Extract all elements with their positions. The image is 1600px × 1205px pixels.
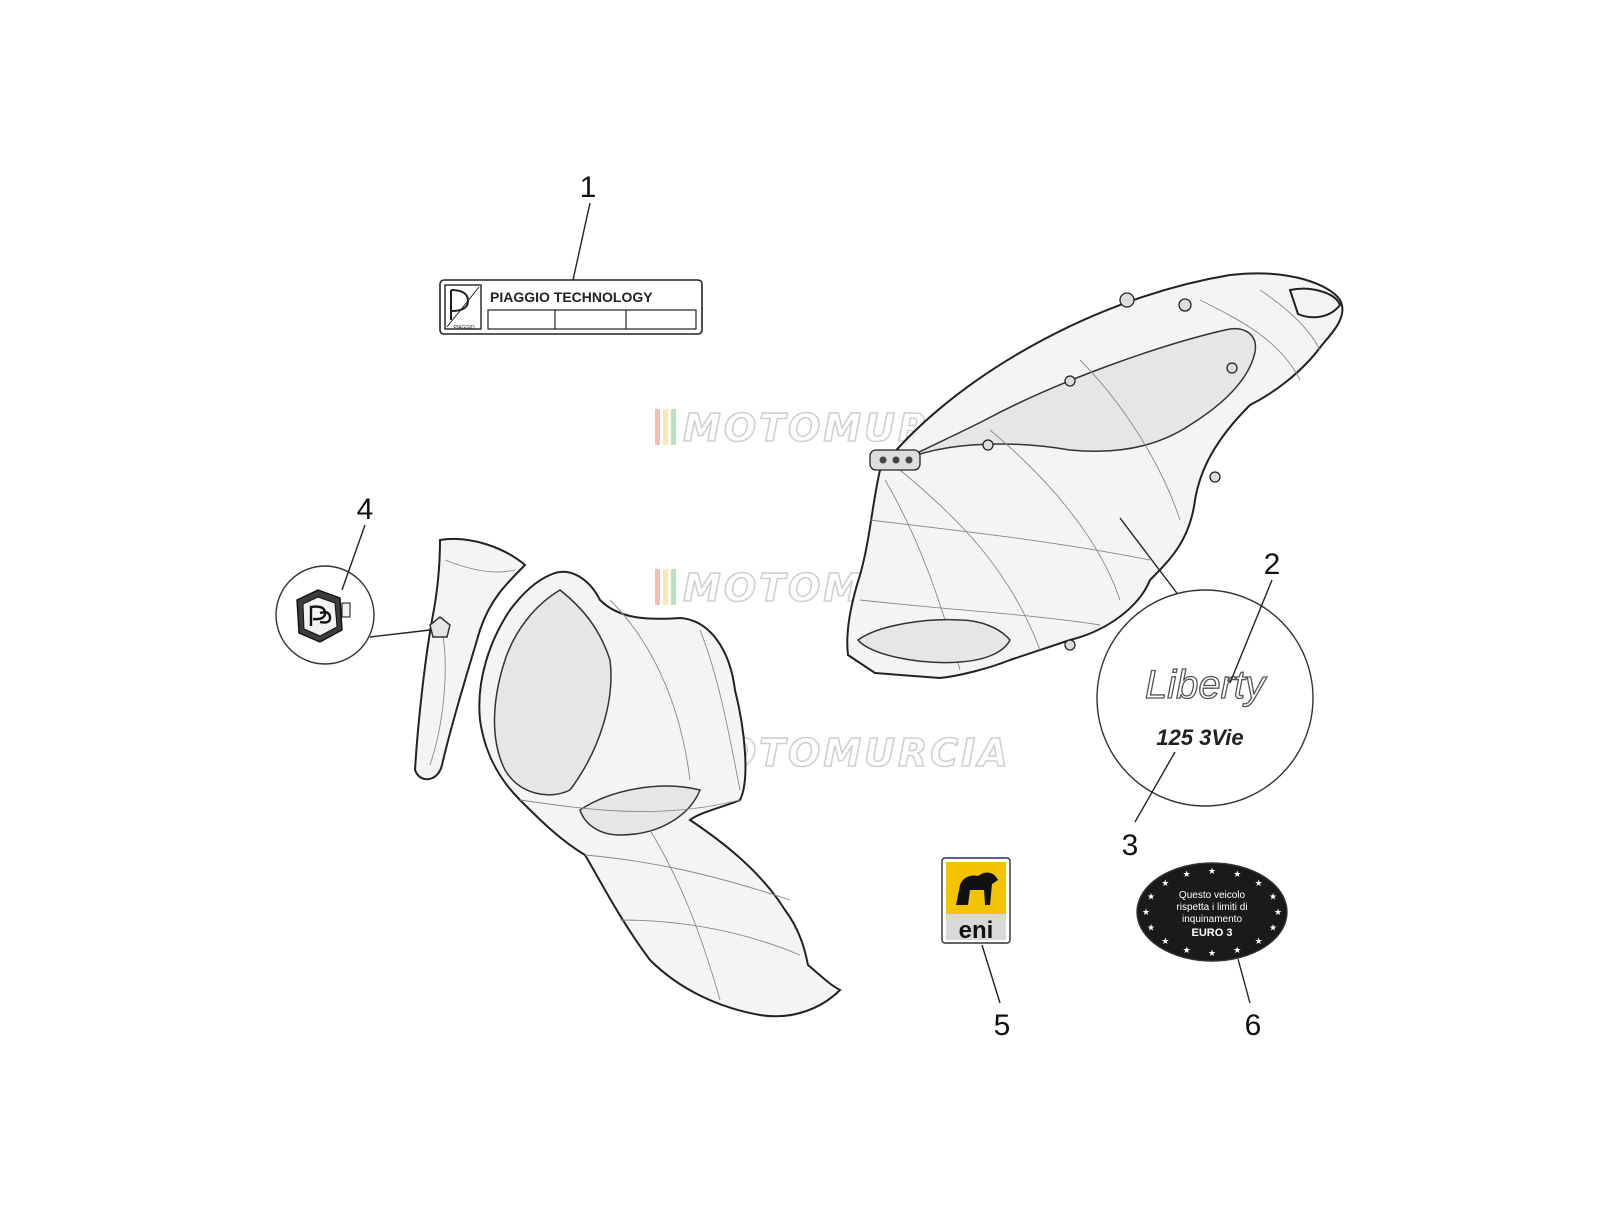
euro-badge-line2: rispetta i limiti di	[1176, 902, 1247, 913]
model-emblem: 125 3Vie	[1156, 725, 1243, 750]
callout-4: 4	[357, 493, 374, 526]
leader-line-3	[1134, 751, 1176, 823]
leader-line-1	[572, 202, 591, 281]
leader-line-5	[981, 944, 1001, 1004]
star-icon: ★	[1142, 907, 1150, 917]
callout-5: 5	[994, 1009, 1011, 1042]
star-icon: ★	[1208, 866, 1216, 876]
euro-badge-line1: Questo veicolo	[1179, 890, 1246, 901]
star-icon: ★	[1255, 878, 1263, 888]
rear-body-fairing	[846, 272, 1344, 680]
star-icon: ★	[1269, 923, 1277, 933]
piaggio-logo-caption: PIAGGIO	[453, 325, 474, 331]
callout-2: 2	[1264, 548, 1281, 581]
star-icon: ★	[1233, 869, 1241, 879]
eni-label: eni	[959, 917, 994, 944]
leader-line-badge	[369, 629, 431, 638]
piaggio-technology-label: PIAGGIO PIAGGIO TECHNOLOGY	[439, 279, 703, 335]
callout-1: 1	[580, 171, 597, 204]
star-icon: ★	[1161, 878, 1169, 888]
euro-badge-line3: inquinamento	[1182, 914, 1242, 925]
eni-badge: eni	[941, 857, 1011, 944]
star-icon: ★	[1274, 907, 1282, 917]
piaggio-label-text: PIAGGIO TECHNOLOGY	[490, 289, 653, 305]
piaggio-logo-icon	[309, 605, 332, 626]
front-legshield	[478, 570, 842, 1018]
liberty-emblem-detail: Liberty 125 3Vie	[1096, 589, 1314, 807]
star-icon: ★	[1183, 945, 1191, 955]
star-icon: ★	[1208, 948, 1216, 958]
star-icon: ★	[1269, 891, 1277, 901]
star-icon: ★	[1147, 891, 1155, 901]
star-icon: ★	[1233, 945, 1241, 955]
callout-6: 6	[1245, 1009, 1262, 1042]
eu-stars-icon: ★ ★ ★ ★ ★ ★ ★ ★ ★ ★ ★ ★ ★ ★ ★ ★	[1142, 866, 1282, 958]
leader-line-2	[1229, 579, 1273, 684]
leader-line-6	[1237, 958, 1251, 1004]
star-icon: ★	[1161, 936, 1169, 946]
front-shield-panel	[413, 538, 527, 781]
leader-line-4	[341, 524, 366, 591]
euro3-badge: ★ ★ ★ ★ ★ ★ ★ ★ ★ ★ ★ ★ ★ ★ ★ ★ Questo veicolo rispetta…	[1136, 862, 1288, 962]
liberty-emblem: Liberty	[1145, 663, 1268, 707]
star-icon: ★	[1147, 923, 1155, 933]
euro-badge-line4: EURO 3	[1192, 927, 1233, 939]
star-icon: ★	[1183, 869, 1191, 879]
star-icon: ★	[1255, 936, 1263, 946]
piaggio-badge-detail	[275, 565, 375, 665]
six-legged-dog-icon	[956, 872, 998, 905]
callout-3: 3	[1122, 829, 1139, 862]
